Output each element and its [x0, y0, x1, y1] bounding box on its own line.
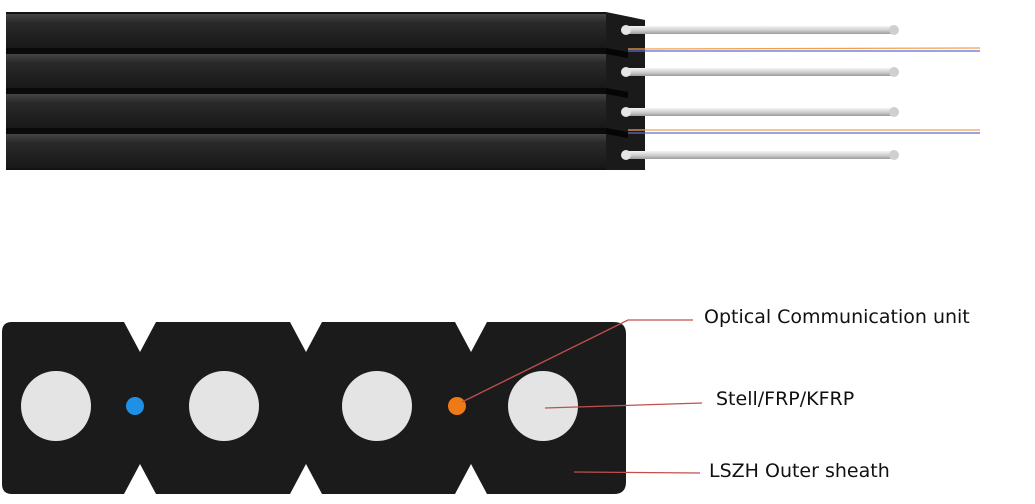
- side-sheath-groove: [6, 48, 606, 54]
- side-sheath-rib: [6, 94, 606, 128]
- leader-line-strength-member: [544, 402, 703, 409]
- outer-sheath-label: LSZH Outer sheath: [709, 460, 890, 482]
- cross-section-strength-member: [21, 371, 91, 441]
- side-sheath-rib: [6, 54, 606, 88]
- side-sheath-end-notch: [606, 88, 628, 98]
- side-sheath-rib: [6, 134, 606, 168]
- cross-section-outer-sheath: [2, 322, 626, 494]
- cross-section-strength-member: [189, 371, 259, 441]
- side-sheath-rib: [6, 14, 606, 48]
- side-sheath-groove: [6, 128, 606, 134]
- side-sheath-groove: [6, 88, 606, 94]
- cross-section-fiber-blue: [126, 397, 144, 415]
- side-strength-wire: [621, 150, 899, 160]
- side-strength-wire: [621, 67, 899, 77]
- cable-cross-section: [2, 322, 626, 494]
- cross-section-strength-member: [508, 371, 578, 441]
- callout-leaders: [461, 319, 703, 474]
- leader-line-optical-unit: [461, 319, 693, 403]
- side-strength-wire: [621, 25, 899, 35]
- leader-line-outer-sheath: [573, 471, 701, 474]
- side-optical-fiber: [628, 129, 980, 134]
- cross-section-fiber-orange: [448, 397, 466, 415]
- side-sheath-end-notch: [606, 128, 628, 138]
- cross-section-strength-member: [342, 371, 412, 441]
- cable-side-view: [6, 12, 981, 170]
- strength-member-label: Stell/FRP/KFRP: [716, 388, 855, 410]
- side-sheath-end-notch: [606, 48, 628, 58]
- side-optical-fiber: [627, 47, 981, 52]
- side-strength-wire: [621, 107, 899, 117]
- optical-unit-label: Optical Communication unit: [704, 306, 970, 328]
